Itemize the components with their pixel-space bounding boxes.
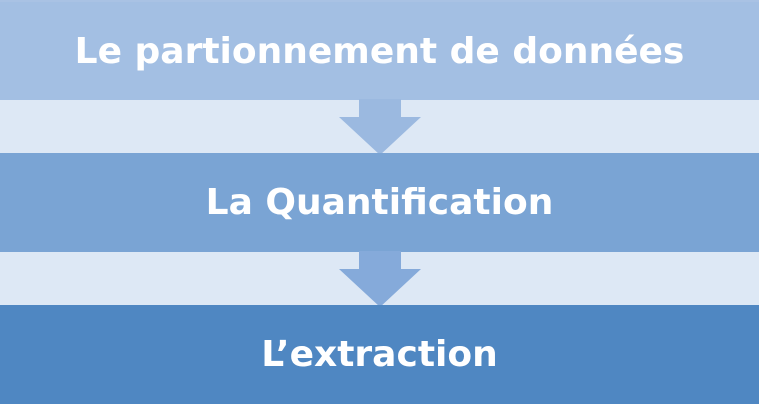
step-quantification-label: La Quantification: [205, 182, 554, 223]
step-extraction-label: L’extraction: [261, 334, 498, 375]
step-extraction: L’extraction: [0, 305, 759, 404]
step-partitioning-label: Le partionnement de données: [74, 30, 685, 72]
down-arrow-shape: [339, 99, 421, 155]
down-arrow-icon: [339, 99, 421, 155]
down-arrow-shape: [339, 251, 421, 307]
step-partitioning: Le partionnement de données: [0, 0, 759, 100]
step-quantification: La Quantification: [0, 153, 759, 252]
down-arrow-icon: [339, 251, 421, 307]
